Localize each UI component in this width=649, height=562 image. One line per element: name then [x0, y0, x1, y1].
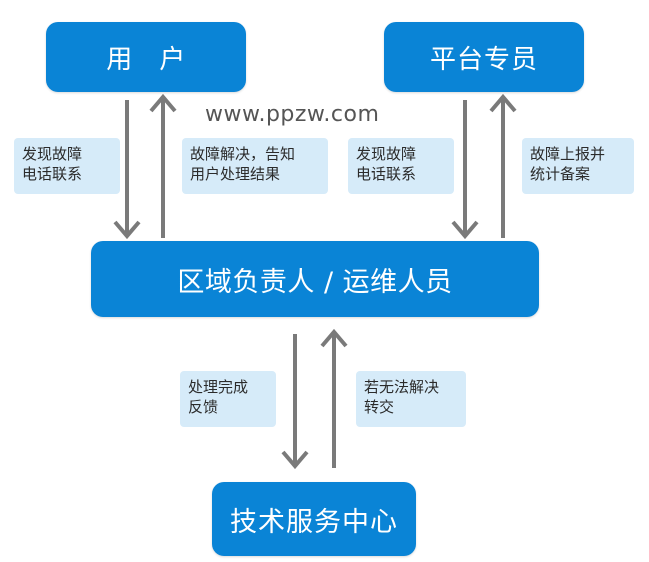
node-region-manager: 区域负责人 / 运维人员: [91, 241, 539, 317]
arrow-region-to-platform: [489, 93, 517, 238]
label-user-report: 发现故障 电话联系: [14, 138, 120, 194]
watermark-text: www.ppzw.com: [205, 102, 380, 127]
arrow-platform-to-region: [451, 100, 479, 240]
arrow-region-to-tech: [281, 334, 309, 470]
arrow-region-to-user: [149, 93, 177, 238]
label-feedback: 处理完成 反馈: [180, 371, 276, 427]
node-region-label: 区域负责人 / 运维人员: [177, 266, 453, 298]
node-user: 用 户: [46, 22, 246, 92]
label-platform-report: 发现故障 电话联系: [348, 138, 454, 194]
label-escalate: 若无法解决 转交: [356, 371, 466, 427]
node-platform-specialist: 平台专员: [384, 22, 584, 92]
arrow-tech-to-region: [320, 328, 348, 468]
node-user-label: 用 户: [106, 44, 186, 75]
node-tech-label: 技术服务中心: [230, 506, 398, 538]
arrow-user-to-region: [113, 100, 141, 240]
node-tech-service-center: 技术服务中心: [212, 482, 416, 556]
label-platform-file: 故障上报并 统计备案: [522, 138, 634, 194]
label-user-result: 故障解决，告知 用户处理结果: [182, 138, 328, 194]
node-platform-label: 平台专员: [429, 44, 538, 75]
